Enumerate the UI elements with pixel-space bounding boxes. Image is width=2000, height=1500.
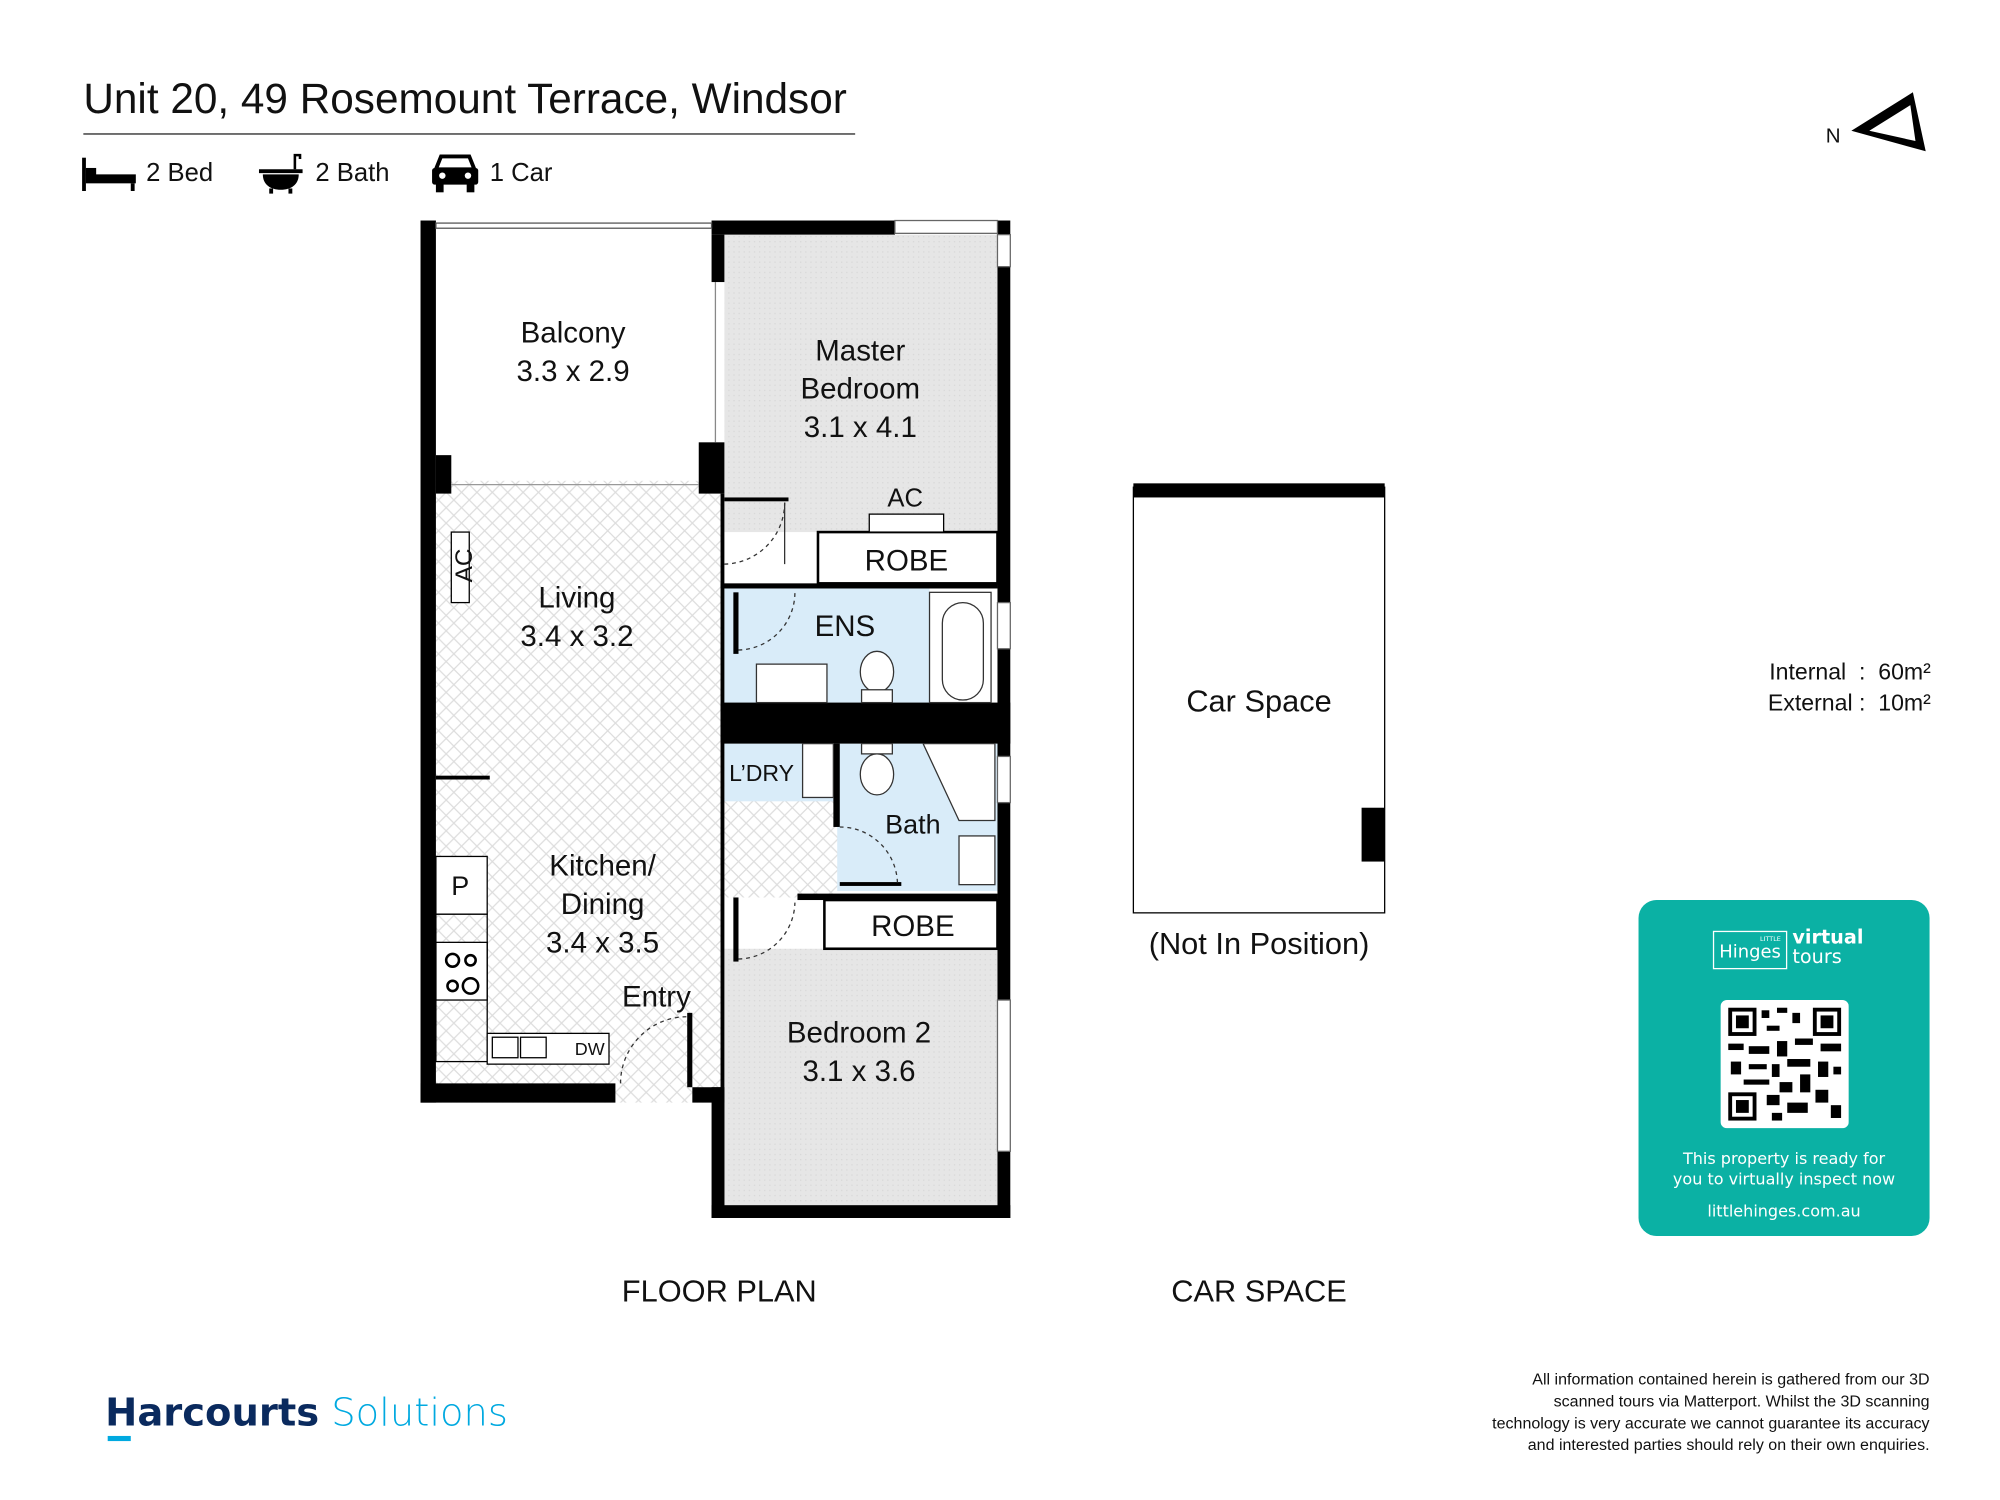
label-pantry: P [451, 871, 470, 902]
feature-car-label: 1 Car [489, 158, 553, 187]
label-ac-living: AC [451, 548, 479, 583]
ac-unit-living [450, 531, 470, 604]
label-laundry: L’DRY [729, 760, 795, 786]
pantry [435, 855, 488, 915]
harcourts-logo: Harcourts Solutions [105, 1387, 508, 1442]
feature-bath: 2 Bath [256, 153, 390, 194]
car-space-outline [1132, 486, 1386, 914]
feature-bath-label: 2 Bath [315, 158, 390, 187]
bath-vanity [958, 835, 996, 886]
label-ac-master: AC [887, 484, 923, 513]
qr-code-icon[interactable] [1720, 1000, 1849, 1129]
car-space-note: (Not In Position) [1148, 926, 1370, 962]
car-icon [432, 154, 479, 193]
feature-bed: 2 Bed [82, 154, 213, 192]
disclaimer: All information contained herein is gath… [1492, 1370, 1930, 1454]
bed-icon [82, 157, 136, 192]
property-title: Unit 20, 49 Rosemount Terrace, Windsor [83, 74, 847, 122]
promo-url[interactable]: littlehinges.com.au [1707, 1201, 1861, 1221]
feature-bed-label: 2 Bed [146, 158, 214, 187]
label-entry: Entry [622, 979, 691, 1013]
title-divider [83, 133, 856, 135]
car-space-pillar [1361, 807, 1385, 862]
kitchen-sink-bench [486, 1032, 610, 1065]
ensuite-vanity [755, 663, 828, 704]
label-robe-master: ROBE [864, 543, 949, 577]
shower [922, 742, 996, 822]
ac-unit-master [868, 513, 945, 533]
label-dishwasher: DW [574, 1038, 605, 1060]
north-label: N [1825, 125, 1841, 148]
ensuite-toilet [859, 650, 895, 693]
robe-bedroom2 [823, 898, 999, 951]
virtual-label: virtual [1792, 925, 1864, 949]
brand-accent-bar [107, 1435, 131, 1442]
north-arrow-icon [1851, 92, 1926, 152]
bedroom2-floor [724, 948, 998, 1206]
tours-label: tours [1792, 944, 1842, 968]
floor-plan-caption: FLOOR PLAN [621, 1274, 817, 1310]
cooktop [435, 941, 488, 1001]
robe-master [816, 530, 999, 585]
laundry-tub [801, 742, 835, 799]
area-summary: Internal : 60m² External : 10m² [1767, 658, 1931, 716]
label-bath: Bath [885, 810, 941, 840]
bath-toilet [859, 753, 895, 796]
feature-car: 1 Car [431, 154, 553, 193]
car-space-caption: CAR SPACE [1171, 1274, 1347, 1310]
master-bedroom-floor [724, 234, 998, 533]
label-ensuite: ENS [814, 608, 876, 643]
car-space-label: Car Space [1186, 684, 1332, 720]
label-robe-bedroom2: ROBE [871, 909, 955, 943]
bath-icon [258, 153, 303, 194]
